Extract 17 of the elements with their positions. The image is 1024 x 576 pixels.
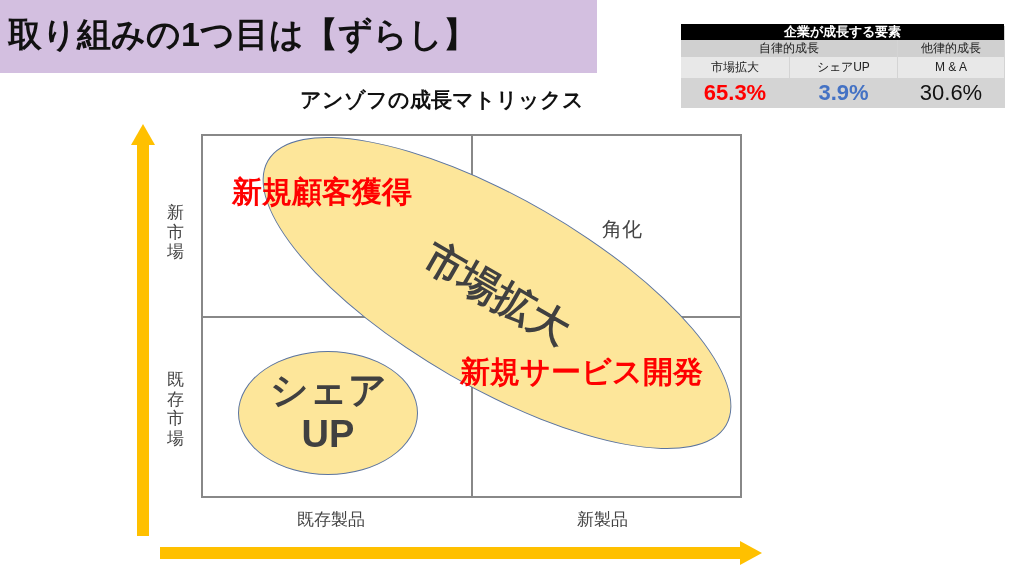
node-label: シェア UP bbox=[268, 369, 388, 457]
node-label: 市場拡大 bbox=[415, 232, 579, 355]
axis-label: 新製品 bbox=[577, 510, 628, 530]
table-cell: シェアUP bbox=[790, 57, 897, 78]
axis-label: 新市場 bbox=[167, 203, 184, 262]
axis-label: 既存市場 bbox=[167, 370, 184, 449]
title: 取り組みの1つ目は【ずらし】 bbox=[8, 14, 477, 56]
callout-text: 新規サービス開発 bbox=[460, 355, 703, 390]
axis-label: 既存製品 bbox=[297, 510, 365, 530]
table-cell: M & A bbox=[898, 57, 1004, 78]
quadrant-label: 角化 bbox=[602, 218, 642, 241]
table-cell: 市場拡大 bbox=[681, 57, 789, 78]
callout-text: 新規顧客獲得 bbox=[232, 175, 412, 210]
table-cell: 他律的成長 bbox=[898, 40, 1004, 57]
table-cell: 自律的成長 bbox=[681, 40, 897, 57]
table-cell: 企業が成長する要素 bbox=[681, 24, 1004, 40]
subtitle: アンゾフの成長マトリックス bbox=[300, 88, 584, 113]
